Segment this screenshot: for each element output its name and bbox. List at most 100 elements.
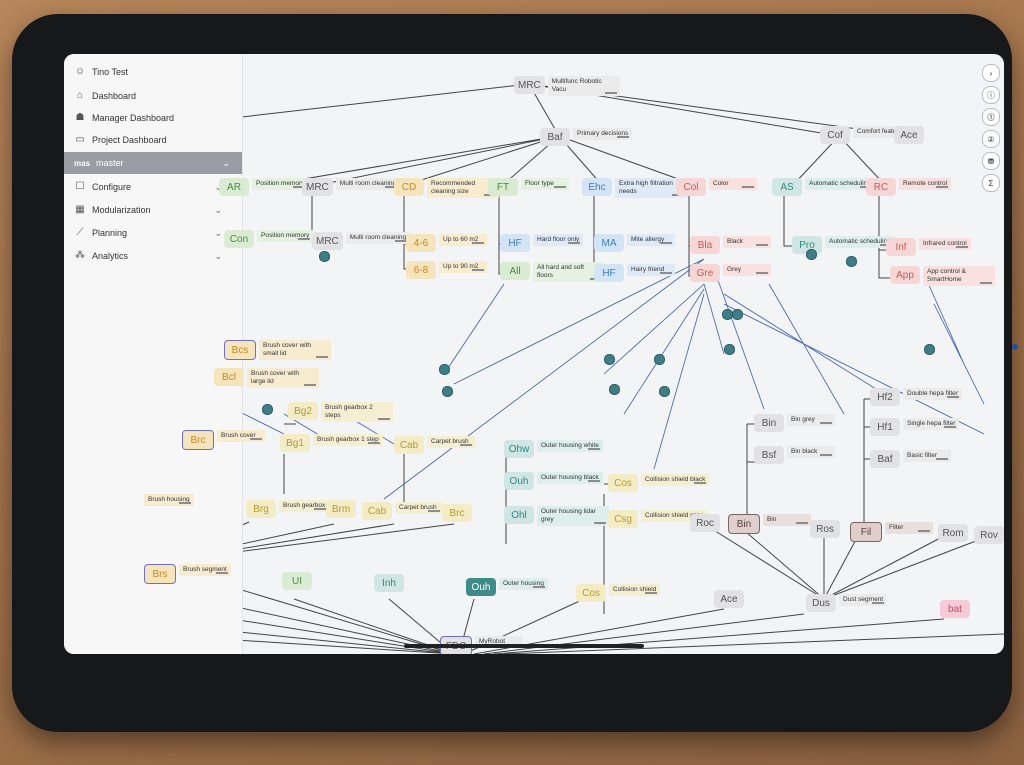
connector-dot[interactable] (724, 344, 735, 355)
node-bat[interactable]: bat (940, 600, 970, 618)
connector-dot[interactable] (732, 309, 743, 320)
step-two-icon[interactable]: ② (982, 130, 1000, 148)
nav-project-dashboard[interactable]: ▭ Project Dashboard (74, 134, 166, 146)
node-ros[interactable]: Ros (810, 520, 840, 538)
node-inh[interactable]: Inh (374, 574, 404, 592)
connector-dot[interactable] (609, 384, 620, 395)
node-code: MRC (514, 76, 545, 94)
connector-dot[interactable] (262, 404, 273, 415)
database-icon[interactable]: ⛃ (982, 152, 1000, 170)
node-label: Outer housing lidar grey (537, 506, 609, 526)
node-label: Mite allergy (627, 234, 675, 246)
connector-dot[interactable] (924, 344, 935, 355)
node-brc-2[interactable]: Brc (442, 504, 472, 522)
node-code: FT (488, 178, 518, 196)
nav-configure[interactable]: ☐ Configure ⌄ (74, 181, 234, 193)
nav-manager-dashboard[interactable]: ☗ Manager Dashboard (74, 112, 175, 124)
connector-dot[interactable] (439, 364, 450, 375)
node-label: Color (709, 178, 757, 190)
node-code: Col (676, 178, 706, 196)
node-roc[interactable]: Roc (690, 514, 720, 532)
chevron-down-icon: ⌄ (214, 250, 222, 261)
node-code: Ros (810, 520, 840, 538)
node-code: Ohw (504, 440, 534, 458)
node-rom[interactable]: Rom (938, 524, 968, 542)
nav-analytics[interactable]: ⁂ Analytics ⌄ (74, 250, 234, 262)
node-code: HF (500, 234, 530, 252)
home-indicator[interactable] (404, 644, 644, 648)
node-brush-housing[interactable]: Brush housing (144, 494, 194, 506)
nav-dashboard[interactable]: ⌂ Dashboard (74, 90, 136, 102)
node-brm[interactable]: Brm (326, 500, 356, 518)
connector-dot[interactable] (659, 386, 670, 397)
connector-dot[interactable] (442, 386, 453, 397)
node-rov[interactable]: Rov (974, 526, 1004, 544)
node-ace[interactable]: Ace (714, 590, 744, 608)
connector-dot[interactable] (654, 354, 665, 365)
branch-selector[interactable]: mas master ⌄ (64, 152, 242, 174)
node-code: Bsf (754, 446, 784, 464)
node-label: Black (723, 236, 771, 248)
nav-modularization[interactable]: ▦ Modularization ⌄ (74, 204, 234, 216)
sigma-icon[interactable]: Σ (982, 174, 1000, 192)
connector-dot[interactable] (604, 354, 615, 365)
collapse-chevron-icon[interactable]: › (982, 64, 1000, 82)
step-one-icon[interactable]: ⓵ (982, 108, 1000, 126)
node-code: 4-6 (406, 234, 436, 252)
info-icon[interactable]: ⓘ (982, 86, 1000, 104)
connector-dot[interactable] (846, 256, 857, 267)
user-profile[interactable]: ☺ Tino Test (74, 66, 128, 78)
node-ace-top[interactable]: Ace (894, 126, 924, 144)
nav-planning[interactable]: ⟋ Planning ⌄ (74, 227, 234, 239)
connector-dot[interactable] (806, 249, 817, 260)
nav-dashboard-label: Dashboard (92, 91, 137, 101)
connector-dot[interactable] (319, 251, 330, 262)
node-ui[interactable]: UI (282, 572, 312, 590)
